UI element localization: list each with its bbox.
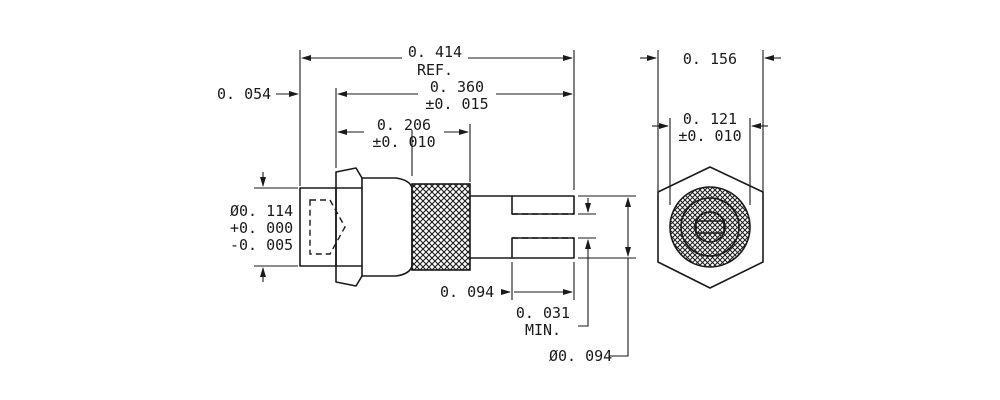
hex-nut-profile [335,167,363,287]
pin-diameter-label: Ø0. 094 [549,347,612,365]
bore-diameter-label: 0. 121 [683,110,737,128]
cap-tol-minus-label: -0. 005 [230,236,293,254]
overall-ref-label: REF. [417,61,453,79]
slot-depth-label: 0. 031 [516,304,570,322]
slot-min-label: MIN. [525,321,561,339]
knurl-ring [669,186,751,268]
hex-outline [657,166,764,289]
end-cap [299,187,346,267]
slot-width-label: 0. 094 [440,283,494,301]
cap-tol-plus-label: +0. 000 [230,219,293,237]
overall-length-label: 0. 414 [408,43,462,61]
cap-diameter-label: Ø0. 114 [230,202,293,220]
body-barrel [361,177,413,277]
pin-shaft [469,195,575,259]
body-tol-label: ±0. 015 [425,95,488,113]
hex-flats-label: 0. 156 [683,50,737,68]
side-view [299,167,575,287]
dimension-labels: 0. 414 REF. 0. 360 ±0. 015 0. 206 ±0. 01… [217,43,742,365]
bore-tol-label: ±0. 010 [678,127,741,145]
dimension-lines [254,50,636,357]
end-view [640,50,781,289]
knurl-tol-label: ±0. 010 [372,133,435,151]
knurl-length-label: 0. 206 [377,116,431,134]
left-offset-label: 0. 054 [217,85,271,103]
body-length-label: 0. 360 [430,78,484,96]
knurled-section [411,183,471,271]
